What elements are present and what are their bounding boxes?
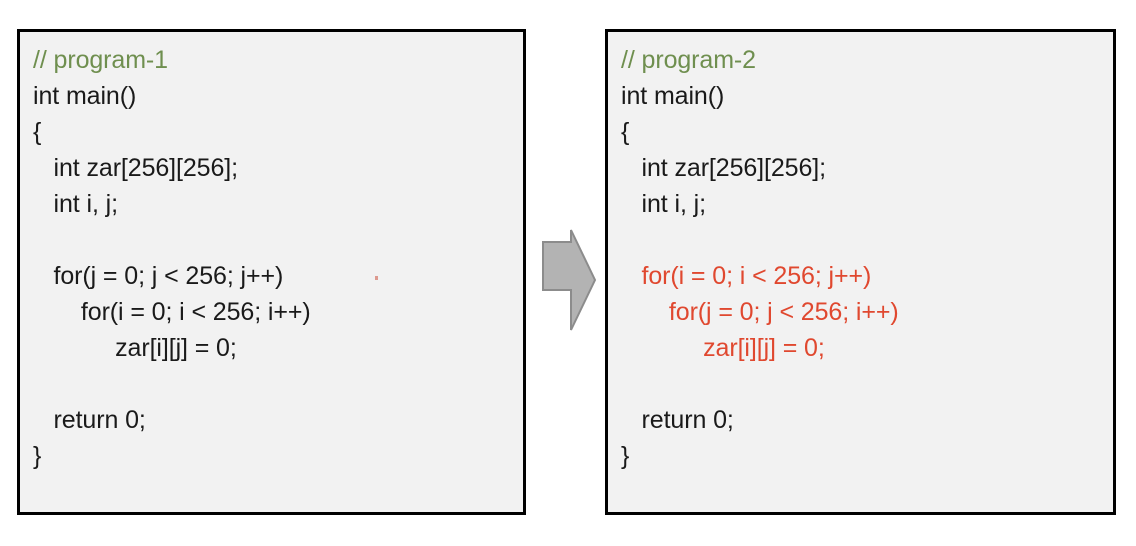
code-line: for(j = 0; j < 256; j++) [33,262,284,290]
code-line: int zar[256][256]; [33,154,239,182]
code-line: return 0; [33,406,146,434]
code-line: zar[i][j] = 0; [621,334,825,362]
code-blank-line [608,222,1113,258]
code-line: int i, j; [621,190,707,218]
code-blank-line [20,366,523,402]
code-line: } [33,442,42,470]
code-comment-line: // program-1 [33,46,168,74]
code-line: return 0; [621,406,734,434]
right-block-arrow-icon [542,229,597,331]
code-panel-program-2: // program-2 int main() { int zar[256][256… [605,29,1116,515]
code-line: for(j = 0; j < 256; i++) [621,298,899,326]
code-panel-program-1: // program-1 int main() { int zar[256][256… [17,29,526,515]
code-line: int main() [621,82,725,110]
code-line: int zar[256][256]; [621,154,827,182]
code-blank-line [20,222,523,258]
code-blank-line [608,366,1113,402]
code-line: zar[i][j] = 0; [33,334,237,362]
code-line: } [621,442,630,470]
code-comment-line: // program-2 [621,46,756,74]
code-line: for(i = 0; i < 256; j++) [621,262,872,290]
code-line: { [621,118,630,146]
transform-arrow [541,228,597,332]
code-line: for(i = 0; i < 256; i++) [33,298,311,326]
stray-artifact-mark [375,276,378,280]
code-line: int i, j; [33,190,119,218]
code-line: int main() [33,82,137,110]
code-line: { [33,118,42,146]
